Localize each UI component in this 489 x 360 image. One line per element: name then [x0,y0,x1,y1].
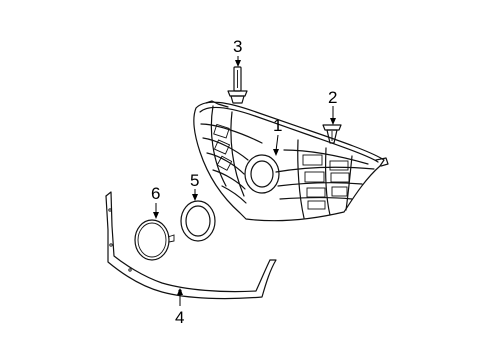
callout-1: 1 [273,116,282,135]
arrowhead-2 [330,118,336,125]
arrowhead-3 [235,60,241,67]
callout-2: 2 [328,88,337,107]
leader-lines [153,56,336,306]
arrowhead-6 [153,212,159,219]
callout-5: 5 [190,171,199,190]
retainer-clip-part [322,124,342,144]
lower-molding-part [105,191,277,300]
callout-3: 3 [233,37,242,56]
arrowhead-4 [177,288,183,295]
callout-6: 6 [151,184,160,203]
arrowhead-5 [192,194,198,201]
emblem-ring-part [180,200,216,242]
leader-1 [275,134,279,152]
callout-labels: 1 2 3 4 5 6 [151,37,337,327]
callout-4: 4 [175,308,184,327]
emblem-part [134,219,175,261]
radiator-grille-part [193,100,389,222]
fastener-pin-part [227,66,248,104]
arrowhead-1 [273,149,279,156]
